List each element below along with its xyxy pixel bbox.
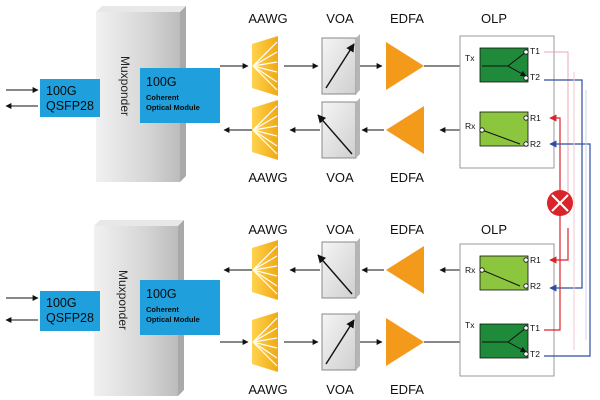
aawg-top-label: AAWG	[248, 11, 287, 26]
coherent-desc-label: Optical Module	[146, 315, 200, 324]
aawg-mux-icon	[252, 100, 278, 160]
edfa-amplifier-icon	[386, 246, 424, 294]
port-tx-label: Tx	[465, 53, 475, 63]
edfa-amplifier-icon	[386, 318, 424, 366]
aawg-top-label: AAWG	[248, 222, 287, 237]
edfa-bottom-label: EDFA	[390, 382, 424, 397]
coherent-optical-module: 100G Coherent Optical Module	[140, 68, 220, 123]
protect-fiber-blue	[544, 140, 591, 357]
edfa-amplifier-icon	[386, 106, 424, 154]
voa-top-label: VOA	[326, 11, 354, 26]
qsfp28-module: 100G QSFP28	[40, 291, 100, 331]
olp-tx-switch	[479, 323, 529, 359]
olp-label: OLP	[481, 222, 507, 237]
muxponder-label: Muxponder	[118, 56, 132, 116]
qsfp28-module: 100G QSFP28	[40, 79, 100, 117]
qsfp-type-label: QSFP28	[46, 99, 94, 113]
aawg-demux-icon	[252, 312, 278, 372]
coherent-desc-label: Optical Module	[146, 103, 200, 112]
voa-bottom-label: VOA	[326, 170, 354, 185]
port-t2-label: T2	[530, 72, 540, 82]
olp-tx-switch	[479, 47, 529, 83]
aawg-bottom-label: AAWG	[248, 170, 287, 185]
port-r2-label: R2	[530, 281, 541, 291]
voa-bottom-label: VOA	[326, 382, 354, 397]
qsfp-type-label: QSFP28	[46, 311, 94, 325]
port-r1-label: R1	[530, 255, 541, 265]
fiber-break-x-icon	[547, 190, 573, 216]
olp-unit	[459, 243, 555, 377]
voa-top-label: VOA	[326, 222, 354, 237]
working-fiber-red	[544, 114, 561, 331]
port-r1-label: R1	[530, 113, 541, 123]
port-r2-label: R2	[530, 139, 541, 149]
working-fiber-red	[549, 228, 569, 264]
olp-rx-switch	[479, 255, 529, 291]
voa-attenuator-icon	[317, 238, 360, 299]
protect-fiber-blue	[544, 79, 583, 292]
inter-site-fibers	[544, 51, 591, 357]
aawg-bottom-label: AAWG	[248, 382, 287, 397]
qsfp-rate-label: 100G	[46, 84, 77, 98]
coherent-rate-label: 100G	[146, 75, 177, 89]
coherent-rate-label: 100G	[146, 287, 177, 301]
edfa-top-label: EDFA	[390, 222, 424, 237]
bottom-system: Muxponder 100G QSFP28 100G Coherent Opti…	[5, 220, 555, 397]
aawg-demux-icon	[252, 36, 278, 96]
edfa-top-label: EDFA	[390, 11, 424, 26]
aawg-mux-icon	[252, 240, 278, 300]
olp-unit	[459, 35, 555, 169]
qsfp-rate-label: 100G	[46, 296, 77, 310]
coherent-type-label: Coherent	[146, 93, 179, 102]
voa-attenuator-icon	[317, 98, 360, 159]
voa-attenuator-icon	[321, 310, 360, 371]
edfa-bottom-label: EDFA	[390, 170, 424, 185]
port-t1-label: T1	[530, 323, 540, 333]
working-fiber-red	[544, 51, 569, 200]
voa-attenuator-icon	[321, 34, 360, 95]
olp-rx-switch	[479, 111, 529, 147]
olp-label: OLP	[481, 11, 507, 26]
edfa-amplifier-icon	[386, 42, 424, 90]
port-t1-label: T1	[530, 46, 540, 56]
coherent-optical-module: 100G Coherent Optical Module	[140, 280, 220, 335]
port-tx-label: Tx	[465, 320, 475, 330]
top-system: Muxponder 100G QSFP28 100G Coherent Opti…	[5, 6, 555, 185]
coherent-type-label: Coherent	[146, 305, 179, 314]
port-t2-label: T2	[530, 349, 540, 359]
muxponder-label: Muxponder	[116, 270, 130, 330]
port-rx-label: Rx	[465, 121, 476, 131]
port-rx-label: Rx	[465, 265, 476, 275]
